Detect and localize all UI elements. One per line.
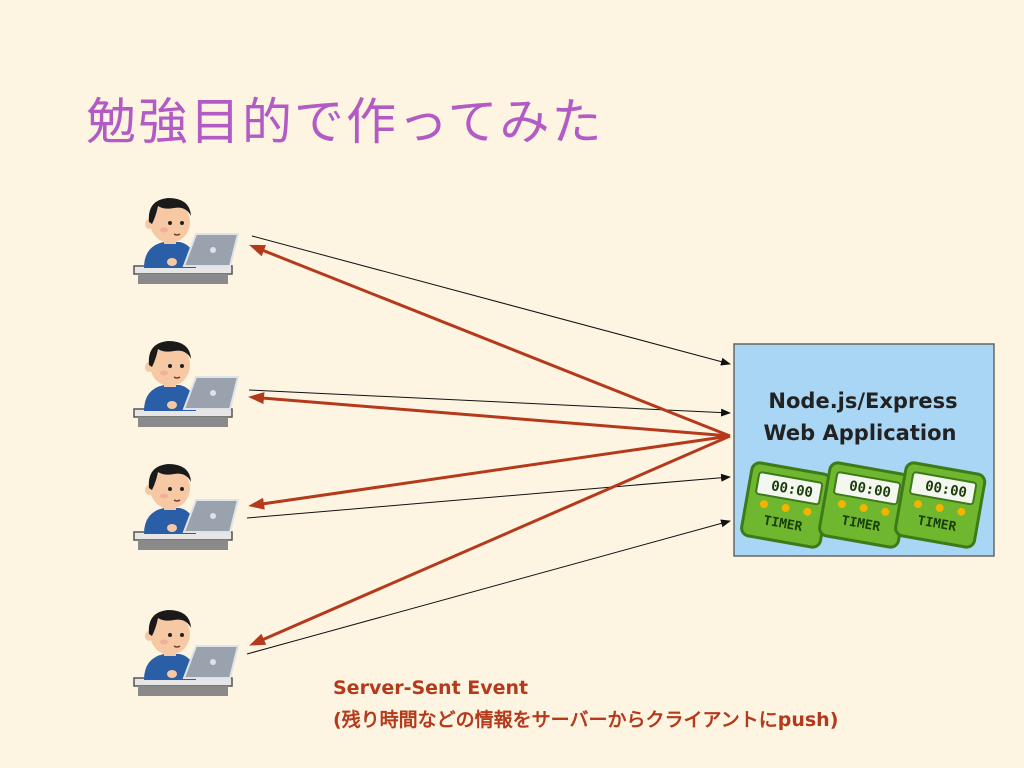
server-label-line1: Node.js/Express (768, 389, 957, 413)
sse-caption-title: Server-Sent Event (333, 677, 529, 699)
client-user-2 (133, 340, 239, 428)
server-label-line2: Web Application (764, 421, 957, 445)
sse-caption: Server-Sent Event (残り時間などの情報をサーバーからクライアン… (333, 672, 838, 736)
push-arrow-1 (248, 244, 731, 438)
timer-icon: 00:00 TIMER (892, 460, 988, 550)
client-user-4 (133, 609, 239, 697)
client-user-3 (133, 463, 239, 551)
timer-display-1: 00:00 (770, 478, 814, 501)
push-arrow-4 (249, 434, 731, 646)
timer-icon: 00:00 TIMER (816, 460, 912, 550)
timer-label-1: TIMER (762, 513, 803, 535)
request-arrow-2 (248, 389, 731, 417)
timer-label-2: TIMER (840, 513, 881, 535)
request-arrow-1 (251, 235, 731, 366)
slide-title: 勉強目的で作ってみた (86, 93, 604, 151)
timer-icon: 00:00 TIMER (738, 460, 834, 550)
request-arrow-3 (246, 473, 731, 519)
timer-display-2: 00:00 (848, 478, 892, 501)
timer-display-3: 00:00 (924, 478, 968, 501)
timer-label-3: TIMER (916, 513, 957, 535)
sse-caption-description: (残り時間などの情報をサーバーからクライアントにpush) (333, 709, 839, 731)
push-arrow-2 (248, 392, 731, 438)
request-arrow-4 (246, 519, 731, 655)
push-arrow-3 (248, 434, 731, 510)
client-user-1 (133, 197, 239, 285)
